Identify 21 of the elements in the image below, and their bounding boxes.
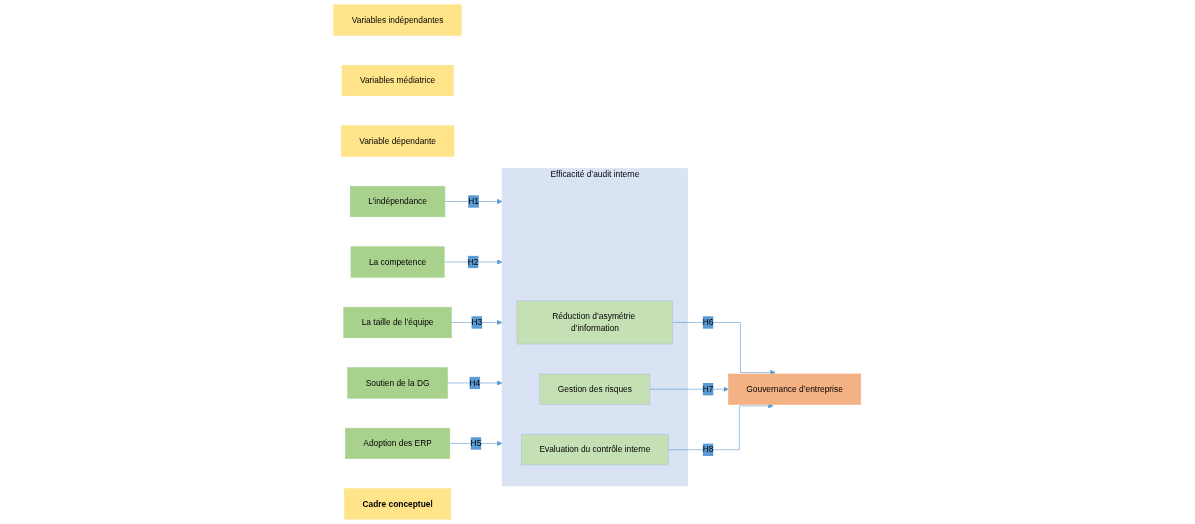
edge-label: H4: [469, 377, 481, 388]
node-box: La taille de l’équipe: [343, 306, 452, 339]
node-box: Soutien de la DG: [347, 367, 448, 399]
edge-label: H3: [471, 317, 483, 327]
node-box: Gouvernance d’entreprise: [728, 373, 862, 405]
node-box: Adoption des ERP: [345, 427, 451, 459]
edge-label: H1: [468, 196, 480, 206]
node-box: Gestion des risques: [539, 373, 651, 405]
node-box: Variable dépendante: [341, 125, 455, 157]
node-box: Cadre conceptuel: [344, 488, 452, 520]
node-box: Variables médiatrice: [341, 64, 454, 97]
edge-label: H2: [468, 256, 479, 267]
edge-label: H6: [702, 317, 714, 327]
node-box: Evaluation du contrôle interne: [521, 434, 669, 466]
edge-label: H5: [470, 438, 482, 448]
edge-label: H8: [702, 444, 714, 455]
node-box: Réduction d’asymétrie d’information: [516, 300, 674, 345]
node-box: Variables indépendantes: [333, 4, 462, 36]
node-box: L’indépendance: [350, 185, 446, 218]
node-box: La competence: [350, 246, 445, 278]
edge-label: H7: [702, 384, 714, 394]
